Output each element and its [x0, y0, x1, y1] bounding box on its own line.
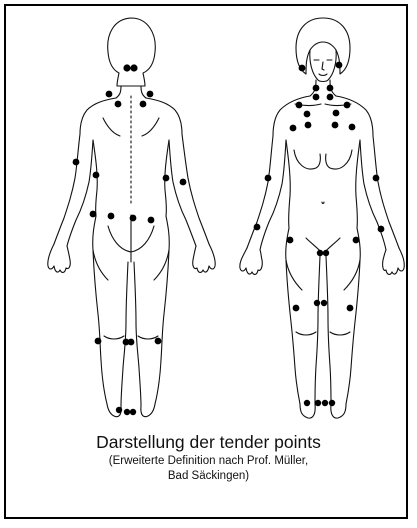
tender-point — [106, 91, 113, 98]
tender-point — [349, 124, 356, 131]
front-view-figure — [240, 18, 404, 418]
tender-point — [90, 211, 97, 218]
tender-point — [124, 409, 130, 415]
tender-point — [305, 122, 312, 129]
tender-point — [317, 250, 323, 256]
tender-point — [336, 62, 343, 69]
tender-point — [304, 400, 310, 406]
tender-point — [148, 217, 155, 224]
front-view-tender-points — [254, 62, 385, 407]
tender-point — [254, 224, 261, 231]
tender-point — [287, 237, 294, 244]
tender-point — [373, 175, 380, 182]
tender-point — [315, 400, 321, 406]
tender-point — [163, 175, 170, 182]
diagram-subtitle-line-2: Bad Säckingen) — [0, 470, 417, 483]
tender-point — [304, 111, 311, 118]
tender-point — [290, 125, 297, 132]
tender-point — [333, 110, 340, 117]
tender-point — [115, 101, 122, 108]
tender-point — [344, 102, 351, 109]
tender-point — [293, 305, 300, 312]
tender-point — [314, 300, 320, 306]
diagram-subtitle-line-1: (Erweiterte Definition nach Prof. Müller… — [0, 455, 417, 468]
tender-point — [353, 237, 360, 244]
diagram-title: Darstellung der tender points — [0, 433, 417, 452]
tender-point — [93, 172, 100, 179]
tender-point — [95, 338, 102, 345]
tender-point — [321, 300, 327, 306]
tender-point — [347, 305, 354, 312]
tender-point — [329, 400, 335, 406]
tender-point — [128, 339, 135, 346]
tender-point — [180, 179, 187, 186]
tender-point — [116, 407, 122, 413]
tender-point — [332, 122, 339, 129]
tender-point — [313, 85, 320, 92]
tender-point — [299, 65, 306, 72]
tender-point — [130, 215, 137, 222]
tender-point — [130, 409, 136, 415]
tender-point — [140, 101, 147, 108]
tender-point — [147, 91, 154, 98]
tender-point — [155, 338, 162, 345]
tender-point — [313, 94, 320, 101]
tender-point — [108, 213, 115, 220]
tender-point — [322, 400, 328, 406]
tender-point — [327, 85, 334, 92]
tender-point — [323, 250, 329, 256]
tender-point — [265, 175, 272, 182]
tender-point — [73, 159, 80, 166]
tender-point — [130, 64, 137, 71]
tender-point — [296, 102, 303, 109]
tender-point — [378, 226, 385, 233]
tender-point — [327, 94, 334, 101]
tender-point — [123, 64, 130, 71]
